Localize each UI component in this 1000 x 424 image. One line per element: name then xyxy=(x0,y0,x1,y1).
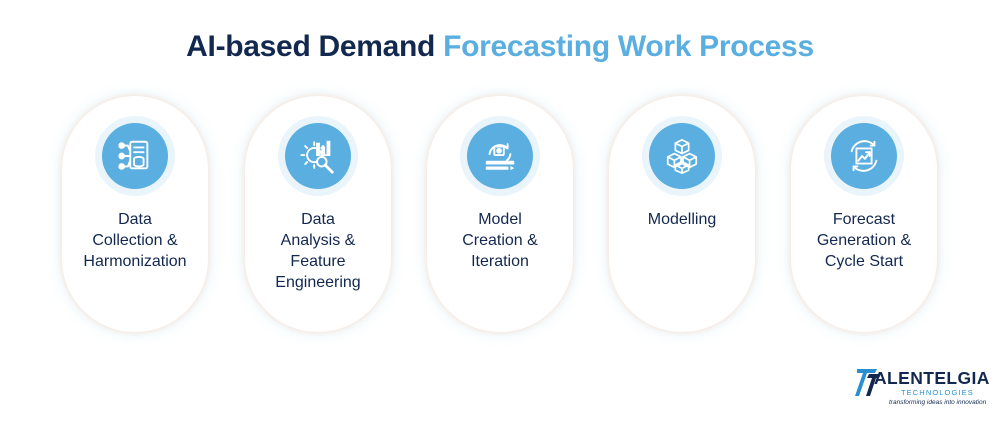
step-label: Modelling xyxy=(647,211,717,228)
cubes-icon xyxy=(649,123,715,189)
logo-t-mark-icon xyxy=(855,369,881,396)
icon-ring xyxy=(278,116,358,196)
logo-brand: ALENTELGIA xyxy=(874,368,990,388)
step-card-modelling: Modelling xyxy=(609,96,755,332)
icon-ring xyxy=(95,116,175,196)
icon-ring xyxy=(460,116,540,196)
icon-ring xyxy=(824,116,904,196)
data-analysis-icon xyxy=(285,123,351,189)
step-card-forecast: Forecast Generation & Cycle Start xyxy=(791,96,937,332)
icon-ring xyxy=(642,116,722,196)
title-part-dark: AI-based Demand xyxy=(186,30,436,63)
data-collection-icon xyxy=(102,123,168,189)
step-label: Data Collection & Harmonization xyxy=(83,211,187,270)
title-part-blue: Forecasting Work Process xyxy=(443,30,814,63)
model-iteration-icon xyxy=(467,123,533,189)
step-label: Model Creation & Iteration xyxy=(462,211,538,270)
forecast-cycle-icon xyxy=(831,123,897,189)
process-steps: Data Collection & Harmonization Data xyxy=(0,96,1000,336)
step-card-model-creation: Model Creation & Iteration xyxy=(427,96,573,332)
page-title: AI-based Demand Forecasting Work Process xyxy=(0,30,1000,64)
logo-tagline: transforming ideas into innovation xyxy=(889,399,987,406)
step-card-data-analysis: Data Analysis & Feature Engineering xyxy=(245,96,391,332)
company-logo: ALENTELGIA TECHNOLOGIES transforming ide… xyxy=(855,366,990,414)
step-label: Data Analysis & Feature Engineering xyxy=(275,211,361,291)
step-label: Forecast Generation & Cycle Start xyxy=(816,211,912,270)
step-card-data-collection: Data Collection & Harmonization xyxy=(62,96,208,332)
logo-subtitle: TECHNOLOGIES xyxy=(901,388,974,397)
